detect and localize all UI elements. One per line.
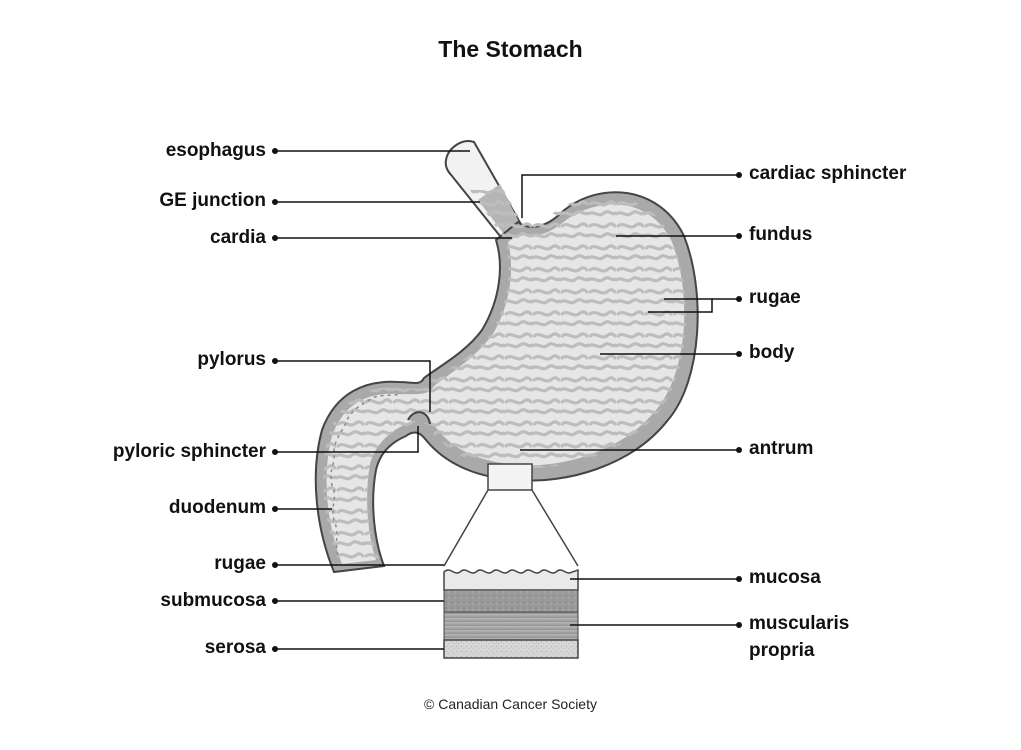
leader-lines-left [272,148,512,652]
inset-source-box [487,463,533,491]
inset-connector-left [443,489,489,567]
label-rugae-right: rugae [749,287,801,308]
label-fundus: fundus [749,224,813,245]
label-muscularis-line1: muscularis [749,613,850,634]
label-muscularis-propria: muscularis propria [749,610,849,664]
muscularis-layer [443,611,579,641]
label-esophagus: esophagus [165,140,266,161]
diagram-title: The Stomach [438,36,583,62]
leader-lines-right [520,172,742,628]
label-antrum: antrum [749,438,814,459]
inset-connector-right [531,489,579,567]
duodenal-folds [330,393,403,556]
submucosa-layer [443,589,579,613]
label-cardiac-sphincter: cardiac sphincter [749,163,907,184]
label-cardia: cardia [210,227,266,248]
label-rugae-left: rugae [214,553,266,574]
label-duodenum: duodenum [168,497,266,518]
label-serosa: serosa [204,637,266,658]
rugae-folds [323,190,687,566]
pyloric-sphincter-shape [407,411,431,425]
label-pylorus: pylorus [197,349,266,370]
serosa-layer [443,639,579,659]
label-submucosa: submucosa [160,590,266,611]
label-mucosa: mucosa [749,567,821,588]
mucosa-layer [443,568,579,591]
label-muscularis-line2: propria [749,640,815,661]
label-body: body [749,342,795,363]
wall-layers-cross-section [443,568,579,659]
label-pyloric-sphincter: pyloric sphincter [112,441,266,462]
copyright-credit: © Canadian Cancer Society [424,696,597,712]
label-ge-junction: GE junction [159,190,266,211]
